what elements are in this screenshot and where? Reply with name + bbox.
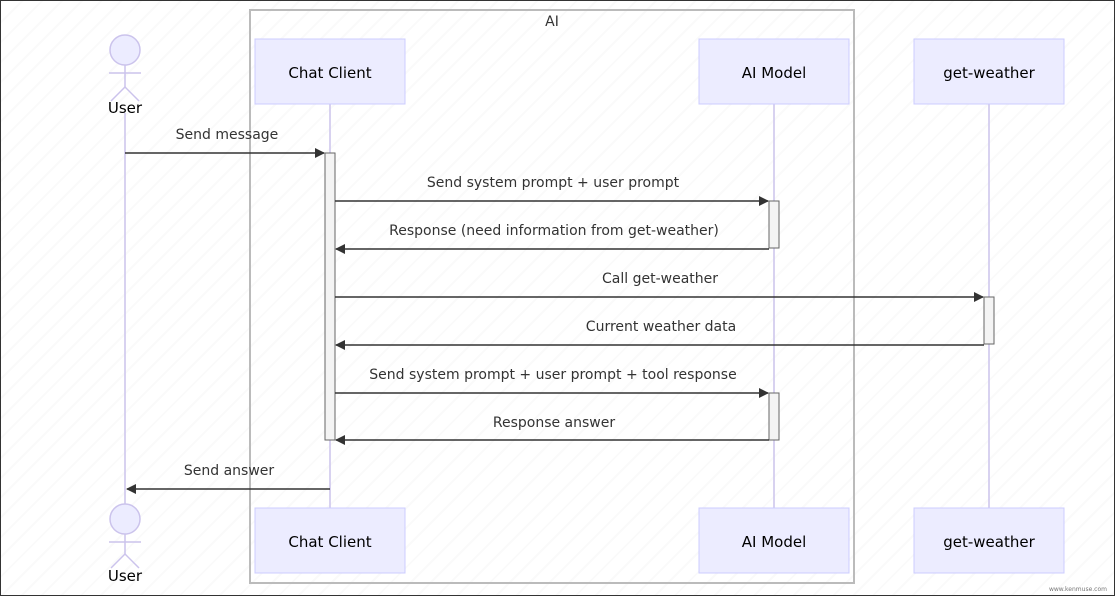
- participant-label-ai-model-top: AI Model: [742, 64, 807, 82]
- message-4: Call get-weather: [335, 271, 984, 302]
- participant-label-get-weather-bottom: get-weather: [943, 533, 1035, 551]
- message-1: Send message: [125, 127, 325, 158]
- participant-label-get-weather-top: get-weather: [943, 64, 1035, 82]
- message-6: Send system prompt + user prompt + tool …: [335, 367, 769, 398]
- message-label: Call get-weather: [602, 271, 718, 287]
- message-label: Send system prompt + user prompt + tool …: [369, 367, 736, 383]
- activation-ai-model-1: [768, 200, 780, 249]
- participant-label-chat-client-top: Chat Client: [288, 64, 371, 82]
- participant-box-get-weather-top: [913, 38, 1065, 105]
- activation-get-weather: [983, 296, 995, 345]
- message-label: Response (need information from get-weat…: [389, 223, 719, 239]
- participant-label-ai-model-bottom: AI Model: [742, 533, 807, 551]
- participant-box-ai-model-top: [698, 38, 850, 105]
- participant-box-get-weather-bottom: [913, 507, 1065, 574]
- message-label: Send message: [176, 127, 279, 143]
- message-label: Send answer: [184, 463, 275, 479]
- activation-ai-model-2: [768, 392, 780, 441]
- watermark-text: www.kenmuse.com: [1049, 586, 1107, 593]
- message-7: Response answer: [335, 415, 769, 445]
- message-label: Current weather data: [586, 319, 736, 335]
- group-label-ai: AI: [545, 14, 559, 30]
- actor-label-bottom: User: [108, 567, 143, 585]
- message-5: Current weather data: [335, 319, 984, 350]
- participant-label-chat-client-bottom: Chat Client: [288, 533, 371, 551]
- actor-user-top: User: [108, 34, 143, 117]
- activation-chat-client: [324, 152, 336, 441]
- message-label: Response answer: [493, 415, 615, 431]
- message-label: Send system prompt + user prompt: [427, 175, 680, 191]
- participant-box-chat-client-bottom: [254, 507, 406, 574]
- participant-box-ai-model-bottom: [698, 507, 850, 574]
- actor-head-icon: [109, 34, 141, 66]
- actor-user-bottom: User: [108, 503, 143, 585]
- actor-label-top: User: [108, 99, 143, 117]
- participant-box-chat-client-top: [254, 38, 406, 105]
- message-2: Send system prompt + user prompt: [335, 175, 769, 206]
- message-3: Response (need information from get-weat…: [335, 223, 769, 254]
- message-8: Send answer: [126, 463, 330, 494]
- actor-head-icon: [109, 503, 141, 535]
